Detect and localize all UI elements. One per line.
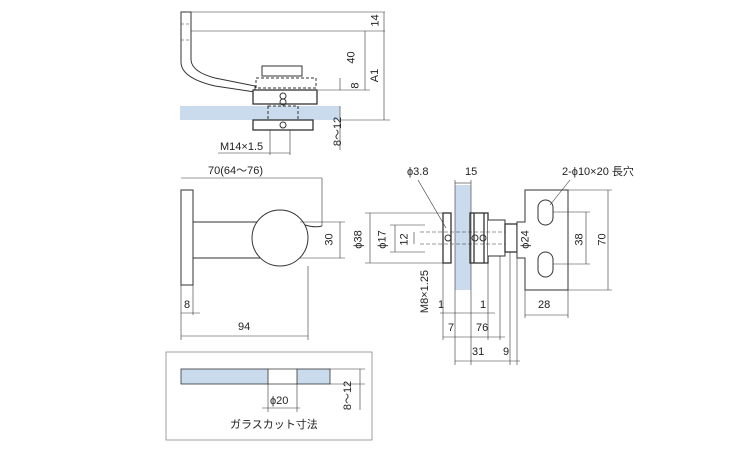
flange-plate — [180, 189, 194, 286]
bottom-cap — [252, 119, 314, 131]
dim-12: 12 — [398, 233, 411, 246]
dim-glass-top: 8～12 — [332, 116, 345, 147]
dim-1-right: 1 — [480, 299, 487, 311]
dim-1-left: 1 — [438, 299, 445, 311]
dim-phi20: ϕ20 — [270, 395, 289, 407]
dim-7: 7 — [448, 322, 455, 334]
thread-m14: M14×1.5 — [220, 141, 264, 153]
dim-15: 15 — [465, 166, 478, 178]
dim-9: 9 — [503, 346, 510, 358]
hub-body — [255, 77, 317, 89]
dim-31: 31 — [472, 346, 485, 358]
dim-14: 14 — [369, 14, 382, 27]
dim-8-top: 8 — [349, 82, 362, 89]
dim-glass-cut: 8～12 — [342, 380, 355, 411]
hub-circle — [251, 209, 309, 267]
dim-phi17: ϕ17 — [376, 230, 389, 249]
dim-76: 76 — [476, 322, 489, 334]
dim-phi3-8: ϕ3.8 — [407, 166, 429, 178]
top-view — [180, 11, 390, 155]
dim-8-front: 8 — [184, 299, 191, 311]
dim-phi24: ϕ24 — [519, 230, 532, 249]
glass-panel — [180, 106, 340, 120]
dim-70: 70 — [596, 233, 609, 246]
dim-38: 38 — [573, 233, 586, 246]
hub-cap — [252, 89, 318, 105]
slot-lower — [537, 251, 554, 278]
thread-m8: M8×1.25 — [419, 269, 432, 314]
dim-94: 94 — [238, 321, 251, 333]
glass-cut-view — [165, 351, 373, 441]
front-view — [180, 177, 345, 340]
dim-length: 70(64～76) — [208, 165, 264, 177]
dim-28: 28 — [538, 299, 551, 311]
dim-a1: A1 — [369, 68, 382, 83]
glass-cut-frame — [165, 351, 373, 441]
hub-top — [261, 65, 303, 77]
dim-30: 30 — [323, 233, 336, 246]
l-bracket — [180, 11, 256, 93]
dim-40: 40 — [345, 51, 358, 64]
slot-label: 2-ϕ10×20 長穴 — [562, 166, 634, 178]
slot-upper — [537, 199, 554, 226]
side-view — [365, 179, 612, 365]
glass-panel-side — [455, 185, 471, 290]
glass-cut-caption: ガラスカット寸法 — [230, 419, 318, 431]
dim-phi38: ϕ38 — [352, 230, 365, 249]
shaft — [488, 219, 506, 257]
